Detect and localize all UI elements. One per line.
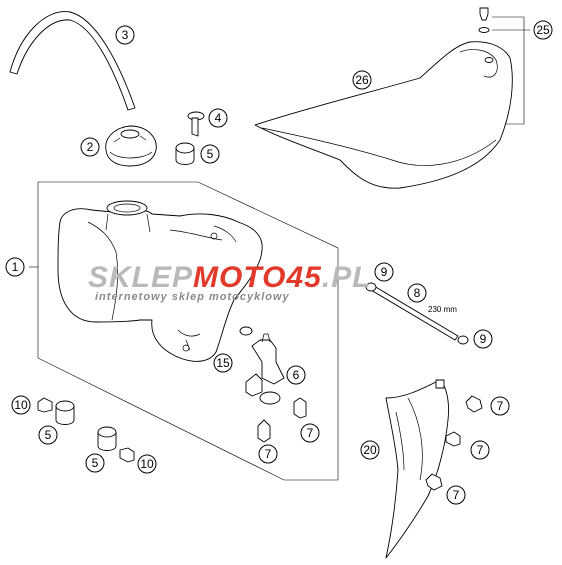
callout-26: 26 [352, 70, 372, 90]
svg-text:3: 3 [122, 28, 129, 42]
screw-7-e [425, 473, 443, 491]
svg-text:5: 5 [45, 428, 52, 442]
svg-text:7: 7 [477, 443, 484, 457]
svg-text:9: 9 [480, 332, 487, 346]
fuel-hose-8 [365, 282, 469, 345]
callout-10-left: 10 [11, 395, 31, 415]
svg-text:4: 4 [215, 111, 222, 125]
bolt-4 [187, 111, 205, 137]
svg-text:7: 7 [453, 488, 460, 502]
callout-5-left: 5 [38, 425, 58, 445]
callout-7-c: 7 [490, 396, 510, 416]
side-cover [385, 379, 449, 559]
svg-text:10: 10 [14, 398, 28, 412]
callout-5-top: 5 [200, 144, 220, 164]
screw-7-d [445, 431, 461, 447]
tank-group-frame [37, 181, 339, 481]
fuel-tap [245, 333, 285, 405]
svg-text:20: 20 [363, 443, 377, 457]
svg-text:26: 26 [355, 73, 369, 87]
svg-text:8: 8 [414, 286, 421, 300]
fuel-cap [105, 125, 157, 167]
bushing-5-left [55, 400, 75, 425]
bushing-5-right [97, 426, 117, 451]
svg-text:9: 9 [381, 265, 388, 279]
screw-7-b [293, 397, 307, 419]
hose-clip-15 [239, 326, 253, 336]
callout-10-right: 10 [137, 454, 157, 474]
callout-7-a: 7 [300, 423, 320, 443]
watermark-brand-mid: MOTO [193, 261, 286, 294]
watermark-brand-num: 45 [285, 261, 322, 294]
callout-1: 1 [5, 257, 25, 277]
watermark-tagline: internetowy sklep motocyklowy [95, 291, 290, 303]
callout-7-d: 7 [470, 440, 490, 460]
breather-hose [9, 11, 136, 111]
callout-20: 20 [360, 440, 380, 460]
bushing-bolt-right [119, 447, 135, 463]
svg-text:SKLEPMOTO45.PL: SKLEPMOTO45.PL [88, 261, 372, 294]
callout-7-e: 7 [446, 485, 466, 505]
callout-6: 6 [286, 365, 306, 385]
svg-text:5: 5 [207, 147, 214, 161]
svg-text:2: 2 [87, 140, 94, 154]
svg-text:15: 15 [216, 356, 230, 370]
fuel-tank [57, 200, 263, 362]
watermark-brand-right: .PL [322, 261, 372, 294]
callout-15: 15 [213, 353, 233, 373]
watermark-brand-left: SKLEP [88, 261, 193, 294]
callout-8: 8 [407, 283, 427, 303]
callout-5-right: 5 [85, 453, 105, 473]
bushing-5-top [175, 142, 195, 165]
svg-text:6: 6 [293, 368, 300, 382]
callout-3: 3 [115, 25, 135, 45]
callout-9-bottom: 9 [473, 329, 493, 349]
callout-4: 4 [208, 108, 228, 128]
screw-7-c [465, 395, 483, 413]
svg-text:25: 25 [536, 23, 550, 37]
svg-text:7: 7 [497, 399, 504, 413]
callout-7-b: 7 [258, 444, 278, 464]
svg-text:7: 7 [265, 447, 272, 461]
callout-2: 2 [80, 137, 100, 157]
callout-9-top: 9 [374, 262, 394, 282]
watermark: SKLEPMOTO45.PL internetowy sklep motocyk… [88, 261, 372, 303]
svg-text:7: 7 [307, 426, 314, 440]
screw-7-a [257, 419, 271, 443]
svg-text:5: 5 [92, 456, 99, 470]
callout-25: 25 [533, 20, 553, 40]
svg-text:10: 10 [140, 457, 154, 471]
seat [254, 41, 513, 189]
hose-length-label: 230 mm [428, 305, 457, 314]
svg-text:1: 1 [12, 260, 19, 274]
bushing-bolt-left [37, 397, 53, 413]
